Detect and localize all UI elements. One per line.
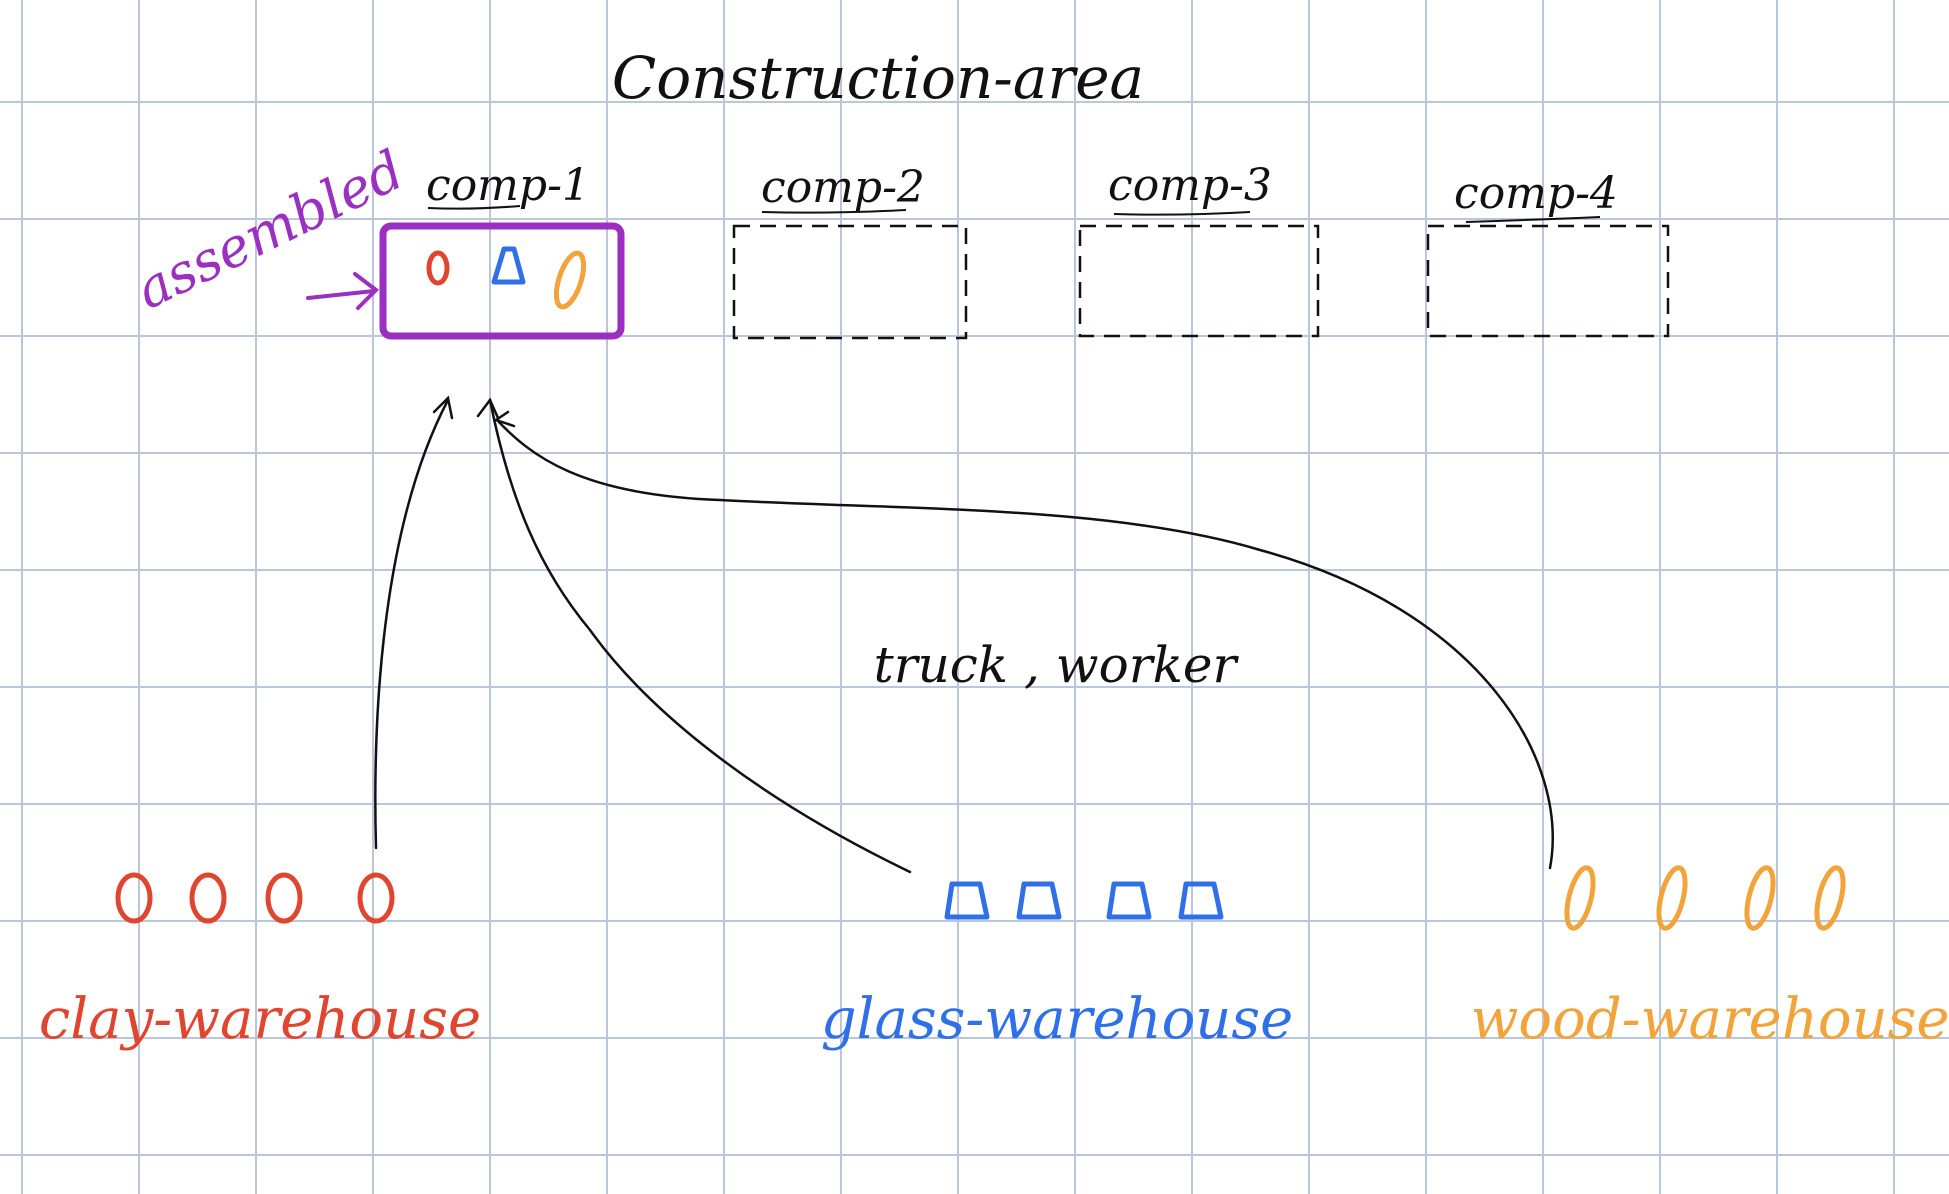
component-label-underline — [761, 209, 907, 214]
empty-component-box — [732, 224, 968, 340]
empty-component-box — [1426, 224, 1670, 338]
glass-items — [944, 881, 1224, 920]
glass-piece-icon — [491, 246, 526, 285]
clay-arrow-head — [432, 395, 454, 420]
assembled-box — [379, 222, 625, 340]
clay-item-icon — [265, 872, 303, 924]
wood-piece-icon — [553, 250, 587, 310]
component-label-underline — [427, 205, 521, 210]
clay-item-icon — [189, 872, 227, 924]
clay-item-icon — [357, 872, 395, 924]
component-label: comp-1 — [426, 160, 590, 211]
clay-piece-icon — [426, 250, 450, 286]
transport-arrows — [374, 395, 1554, 874]
wood-warehouse: wood-warehouse — [1470, 865, 1949, 1052]
wood-transport-arrow — [495, 418, 1554, 870]
component-slot-2: comp-2 — [732, 162, 968, 340]
clay-transport-arrow — [374, 398, 450, 850]
wood-item-icon — [1564, 865, 1596, 931]
clay-warehouse: clay-warehouse — [39, 872, 481, 1052]
warehouse-label: clay-warehouse — [39, 987, 481, 1052]
glass-item-icon — [1016, 881, 1062, 920]
clay-items — [115, 872, 395, 924]
component-label-underline — [1465, 216, 1601, 223]
glass-item-icon — [1106, 881, 1152, 920]
component-slot-4: comp-4 — [1426, 168, 1670, 338]
wood-items — [1564, 865, 1846, 931]
component-label: comp-2 — [761, 162, 925, 213]
component-label: comp-3 — [1108, 160, 1272, 211]
glass-warehouse: glass-warehouse — [821, 881, 1294, 1052]
glass-item-icon — [1178, 881, 1224, 920]
transport-agents-label: truck , worker — [874, 636, 1240, 694]
component-label: comp-4 — [1454, 168, 1618, 219]
clay-item-icon — [115, 872, 153, 924]
wood-arrow-head — [493, 410, 516, 428]
glass-item-icon — [944, 881, 990, 920]
wood-item-icon — [1744, 865, 1776, 931]
glass-arrow-head — [476, 397, 500, 420]
warehouse-label: glass-warehouse — [821, 987, 1294, 1052]
warehouse-label: wood-warehouse — [1470, 987, 1949, 1052]
component-slot-3: comp-3 — [1078, 160, 1320, 338]
diagram-title: Construction-area — [612, 44, 1144, 112]
component-label-underline — [1113, 211, 1251, 216]
wood-item-icon — [1814, 865, 1846, 931]
wood-item-icon — [1656, 865, 1688, 931]
glass-transport-arrow — [488, 398, 912, 874]
empty-component-box — [1078, 224, 1320, 338]
component-slot-1: comp-1 — [306, 160, 625, 340]
assembled-pointer-arrow — [306, 272, 380, 310]
